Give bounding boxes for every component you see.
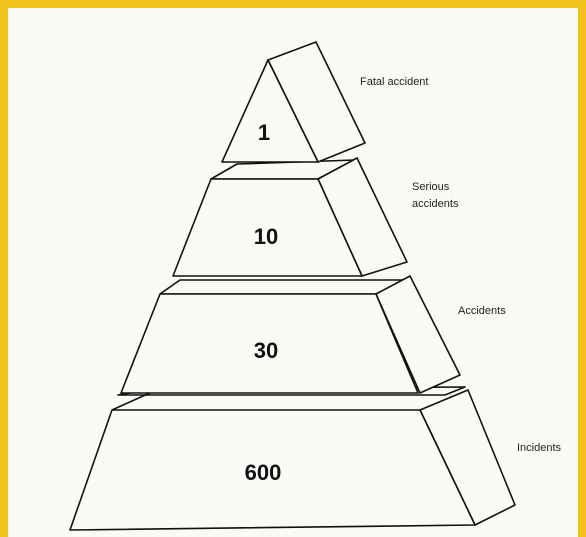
level-accidents-label: Accidents [458, 305, 506, 317]
level-incidents-value: 600 [245, 460, 282, 485]
pyramid-level-serious [172, 157, 408, 277]
level-fatal-label: Fatal accident [360, 76, 428, 88]
level-fatal-front-face [221, 59, 319, 163]
level-incidents-label: Incidents [517, 442, 562, 454]
level-accidents-front-face [120, 293, 419, 394]
pyramid-level-accidents [120, 275, 461, 394]
level-serious-label-line-2: accidents [412, 198, 459, 210]
level-fatal-value: 1 [258, 120, 270, 145]
pyramid-level-incidents [69, 386, 516, 531]
level-incidents-front-face [69, 409, 476, 531]
level-accidents-side-face [375, 275, 461, 394]
level-serious-label-line-1: Serious [412, 181, 450, 193]
level-serious-value: 10 [254, 224, 278, 249]
level-accidents-top-face [159, 279, 411, 295]
level-accidents-value: 30 [254, 338, 278, 363]
level-serious-front-face [172, 178, 363, 277]
pyramid-level-fatal [221, 41, 366, 163]
